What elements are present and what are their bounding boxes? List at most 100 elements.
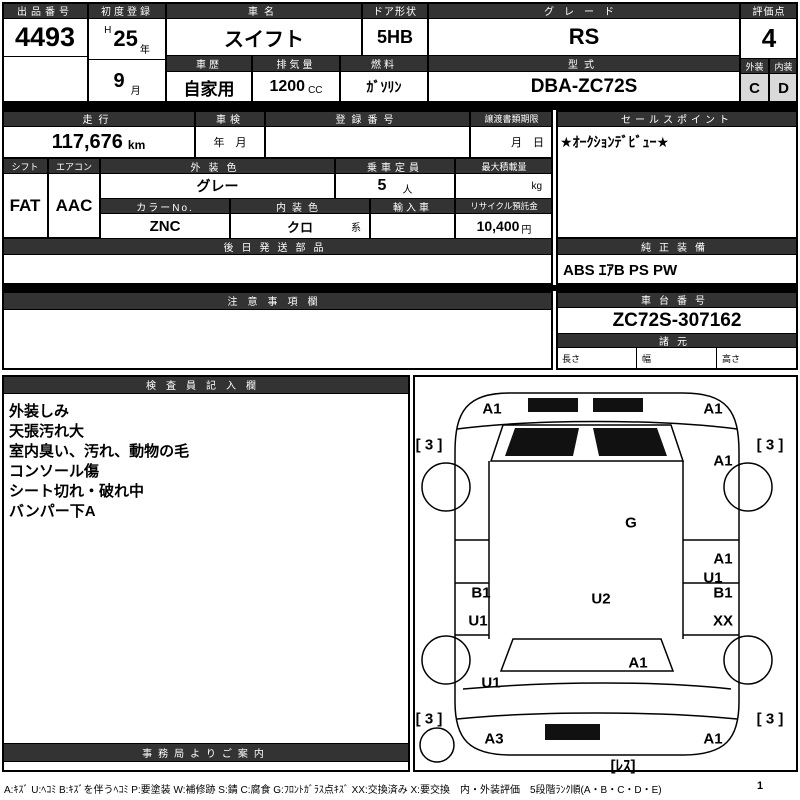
damage-mark: U1 [703,569,723,587]
shaken-label: 車検 [195,110,265,127]
chassis-no-label: 車台番号 [556,291,798,308]
history-value: 自家用 [166,71,252,103]
damage-mark: A1 [628,654,648,672]
max-load-label: 最大積載量 [455,158,553,174]
capacity-label: 乗車定員 [335,158,455,174]
color-no-label: カラーNo. [100,198,230,214]
door-shape-value: 5HB [362,18,428,56]
damage-mark: A1 [713,452,733,470]
displacement-value: 1200 [269,78,306,95]
specs-label: 諸元 [556,333,798,348]
front-grille-left [528,398,578,412]
exhibit-no-value: 4493 [2,18,88,57]
caution-label: 注意事項欄 [2,291,553,310]
page-number: 1 [757,780,764,792]
damage-mark: U1 [481,674,501,692]
sales-point-value: ★ｵｰｸｼｮﾝﾃﾞﾋﾞｭｰ★ [556,126,798,238]
spec-width-cell: 幅 [636,347,717,370]
exterior-grade-label: 外装 [740,58,769,74]
first-reg-year-cell: H 25 年 [88,18,166,60]
inspector-label: 検査員記入欄 [2,375,410,394]
damage-mark: G [625,514,637,532]
legend-text: A:ｷｽﾞ U:ﾍｺﾐ B:ｷｽﾞを伴うﾍｺﾐ P:要塗装 W:補修跡 S:錆 … [4,785,662,796]
damage-mark: A3 [484,730,504,748]
front-grille-right [593,398,643,412]
later-parts-value [2,254,553,285]
recycle-deposit-label: リサイクル預託金 [455,198,553,214]
recycle-deposit-cell: 10,400 円 [455,213,553,239]
exhibit-no-blank [2,56,88,103]
interior-color-cell: クロ 系 [230,213,370,239]
model-code-label: 型式 [428,55,740,72]
first-reg-year-unit: 年 [139,44,150,56]
damage-mark: [ 3 ] [415,710,443,728]
windshield-left-dark [505,428,579,456]
damage-mark: [ 3 ] [756,710,784,728]
registration-no-label: 登録番号 [265,110,470,127]
inspector-note-line: 天張汚れ大 [9,423,85,440]
spec-length-cell: 長さ [556,347,637,370]
windshield-right-dark [593,428,667,456]
max-load-unit: kg [531,180,542,192]
separator-band-top [2,103,798,110]
damage-mark: A1 [482,400,502,418]
trunk-line [462,682,732,690]
damage-mark: [ﾚｽ] [610,757,636,775]
displacement-label: 排気量 [252,55,340,72]
damage-mark: U1 [468,612,488,630]
aircon-value: AAC [48,173,100,238]
damage-mark: A1 [703,400,723,418]
office-info-blank [2,761,410,772]
separator-band-middle [2,285,798,291]
registration-no-value [265,126,470,158]
car-name-label: 車名 [166,2,362,19]
mileage-unit: km [127,138,146,152]
max-load-cell: kg [455,173,553,199]
import-car-label: 輸入車 [370,198,455,214]
damage-mark: A1 [713,550,733,568]
model-code-value: DBA-ZC72S [428,71,740,103]
inspector-notes: 外装しみ天張汚れ大室内臭い、汚れ、動物の毛コンソール傷シート切れ・破れ中バンパー… [2,393,410,744]
car-name-value: スイフト [166,18,362,56]
wheel-front-left [421,462,471,512]
capacity-unit: 人 [402,184,413,196]
inspector-note-line: コンソール傷 [9,463,100,480]
exterior-grade-value: C [740,73,769,103]
first-reg-label: 初度登録 [88,2,166,19]
recycle-deposit-unit: 円 [521,224,532,236]
interior-grade-value: D [769,73,798,103]
door-shape-label: ドア形状 [362,2,428,19]
damage-mark: A1 [703,730,723,748]
shaken-value: 年 月 [195,126,265,158]
first-reg-year: 25 [113,26,138,51]
wheel-rear-left [421,635,471,685]
interior-color-value: クロ [286,219,313,235]
wheel-front-right [723,462,773,512]
transfer-deadline-value: 月 日 [470,126,553,158]
damage-mark: XX [712,612,734,630]
aircon-label: エアコン [48,158,100,174]
shift-value: FAT [2,173,48,238]
grade-label: グレード [428,2,740,19]
displacement-unit: CC [308,84,323,96]
grade-value: RS [428,18,740,56]
spec-height-cell: 高さ [716,347,798,370]
inspector-note-line: バンパー下A [9,503,96,520]
first-reg-month-unit: 月 [130,85,141,97]
rear-window-outline [499,638,675,672]
first-reg-month: 9 [113,69,125,92]
damage-mark: B1 [713,584,733,602]
damage-mark: [ 3 ] [756,436,784,454]
fuel-value: ｶﾞｿﾘﾝ [340,71,428,103]
office-info-label: 事務局よりご案内 [2,743,410,762]
history-label: 車歴 [166,55,252,72]
car-diagram-svg [419,392,773,763]
mileage-value: 117,676 [51,130,123,153]
equipment-label: 純正装備 [556,238,798,255]
recycle-deposit-value: 10,400 [476,218,520,234]
interior-color-label: 内装色 [230,198,370,214]
capacity-cell: 5 人 [335,173,455,199]
